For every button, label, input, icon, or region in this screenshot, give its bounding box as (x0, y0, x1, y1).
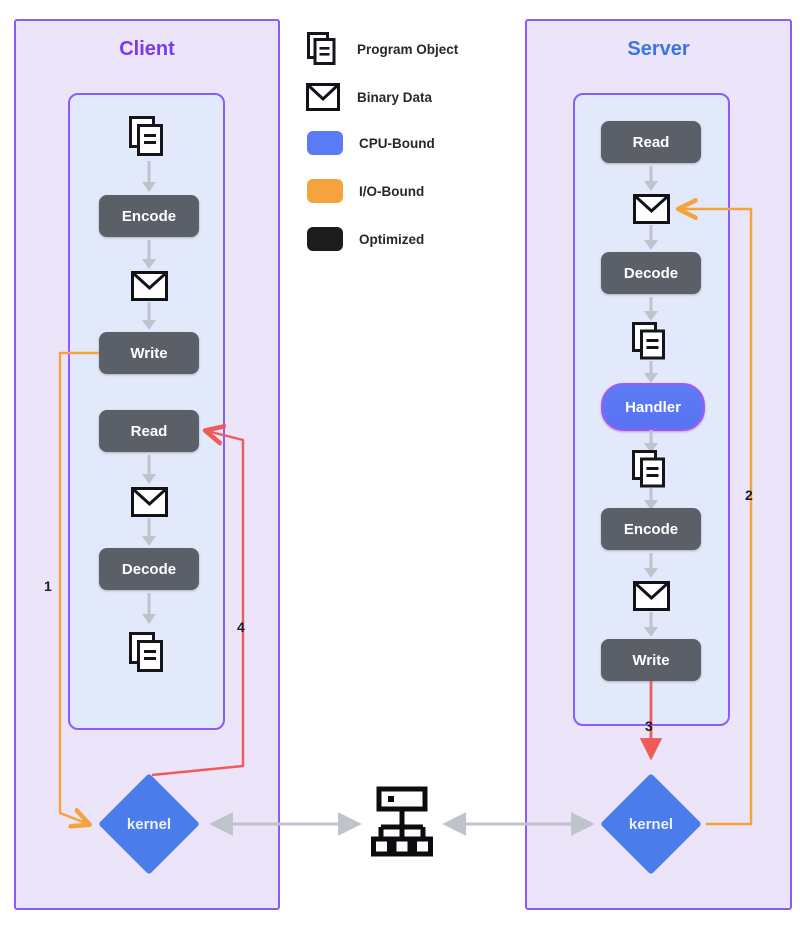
io-bound-swatch (307, 179, 343, 203)
server-arrow-down-4 (640, 360, 662, 385)
legend-label-io-bound: I/O-Bound (359, 183, 425, 199)
client-encode-node[interactable]: Encode (99, 195, 199, 237)
legend-item-binary-data: Binary Data (305, 82, 432, 112)
client-write-node[interactable]: Write (99, 332, 199, 374)
flow-label-4: 4 (237, 619, 245, 635)
legend-item-optimized: Optimized (307, 227, 424, 251)
server-arrow-down-6 (640, 487, 662, 512)
server-read-label: Read (632, 133, 670, 151)
client-arrow-down-3 (138, 301, 160, 332)
server-binary-data-1-icon (633, 194, 670, 224)
client-arrow-down-6 (138, 592, 160, 626)
client-kernel-node[interactable]: kernel (98, 773, 200, 875)
network-hub-icon (371, 786, 433, 859)
client-encode-label: Encode (121, 207, 177, 225)
server-read-node[interactable]: Read (601, 121, 701, 163)
optimized-swatch (307, 227, 343, 251)
server-binary-data-2-icon (633, 581, 670, 611)
server-program-object-1-icon (632, 322, 672, 362)
server-arrow-down-2 (640, 224, 662, 252)
client-write-label: Write (130, 344, 168, 362)
server-handler-label: Handler (625, 398, 681, 416)
legend-item-io-bound: I/O-Bound (307, 179, 424, 203)
client-decode-node[interactable]: Decode (99, 548, 199, 590)
client-kernel-label: kernel (126, 815, 172, 833)
server-arrow-down-7 (640, 552, 662, 580)
legend-label-optimized: Optimized (359, 231, 425, 247)
client-decode-label: Decode (121, 560, 177, 578)
client-binary-data-1-icon (131, 271, 168, 301)
client-program-object-top-icon (129, 116, 169, 158)
client-arrow-down-1 (138, 160, 160, 194)
server-kernel-label: kernel (628, 815, 674, 833)
server-arrow-down-5 (640, 429, 662, 455)
binary-data-icon (305, 82, 341, 112)
client-arrow-down-5 (138, 517, 160, 548)
flow-label-2: 2 (745, 487, 753, 503)
flow-label-3: 3 (645, 718, 653, 734)
legend-label-cpu-bound: CPU-Bound (359, 135, 435, 151)
client-title: Client (119, 38, 175, 60)
client-arrow-down-4 (138, 454, 160, 486)
client-read-label: Read (130, 422, 168, 440)
flow-label-1: 1 (44, 578, 52, 594)
server-program-object-2-icon (632, 450, 672, 490)
server-arrow-down-8 (640, 611, 662, 639)
server-write-label: Write (632, 651, 670, 669)
server-decode-label: Decode (623, 264, 679, 282)
client-program-object-bottom-icon (129, 632, 169, 674)
server-kernel-node[interactable]: kernel (600, 773, 702, 875)
legend: Program Object Binary Data CPU-Bound I/O… (305, 26, 510, 276)
legend-label-program-object: Program Object (357, 41, 459, 57)
server-decode-node[interactable]: Decode (601, 252, 701, 294)
server-handler-node[interactable]: Handler (601, 383, 705, 431)
cpu-bound-swatch (307, 131, 343, 155)
server-arrow-down-3 (640, 296, 662, 323)
server-title: Server (627, 38, 690, 60)
server-arrow-down-1 (640, 165, 662, 193)
server-write-node[interactable]: Write (601, 639, 701, 681)
legend-item-program-object: Program Object (305, 32, 459, 65)
client-arrow-down-2 (138, 239, 160, 271)
client-read-node[interactable]: Read (99, 410, 199, 452)
server-encode-label: Encode (623, 520, 679, 538)
server-encode-node[interactable]: Encode (601, 508, 701, 550)
client-binary-data-2-icon (131, 487, 168, 517)
legend-label-binary-data: Binary Data (357, 89, 433, 105)
legend-item-cpu-bound: CPU-Bound (307, 131, 435, 155)
program-object-icon (305, 32, 341, 65)
